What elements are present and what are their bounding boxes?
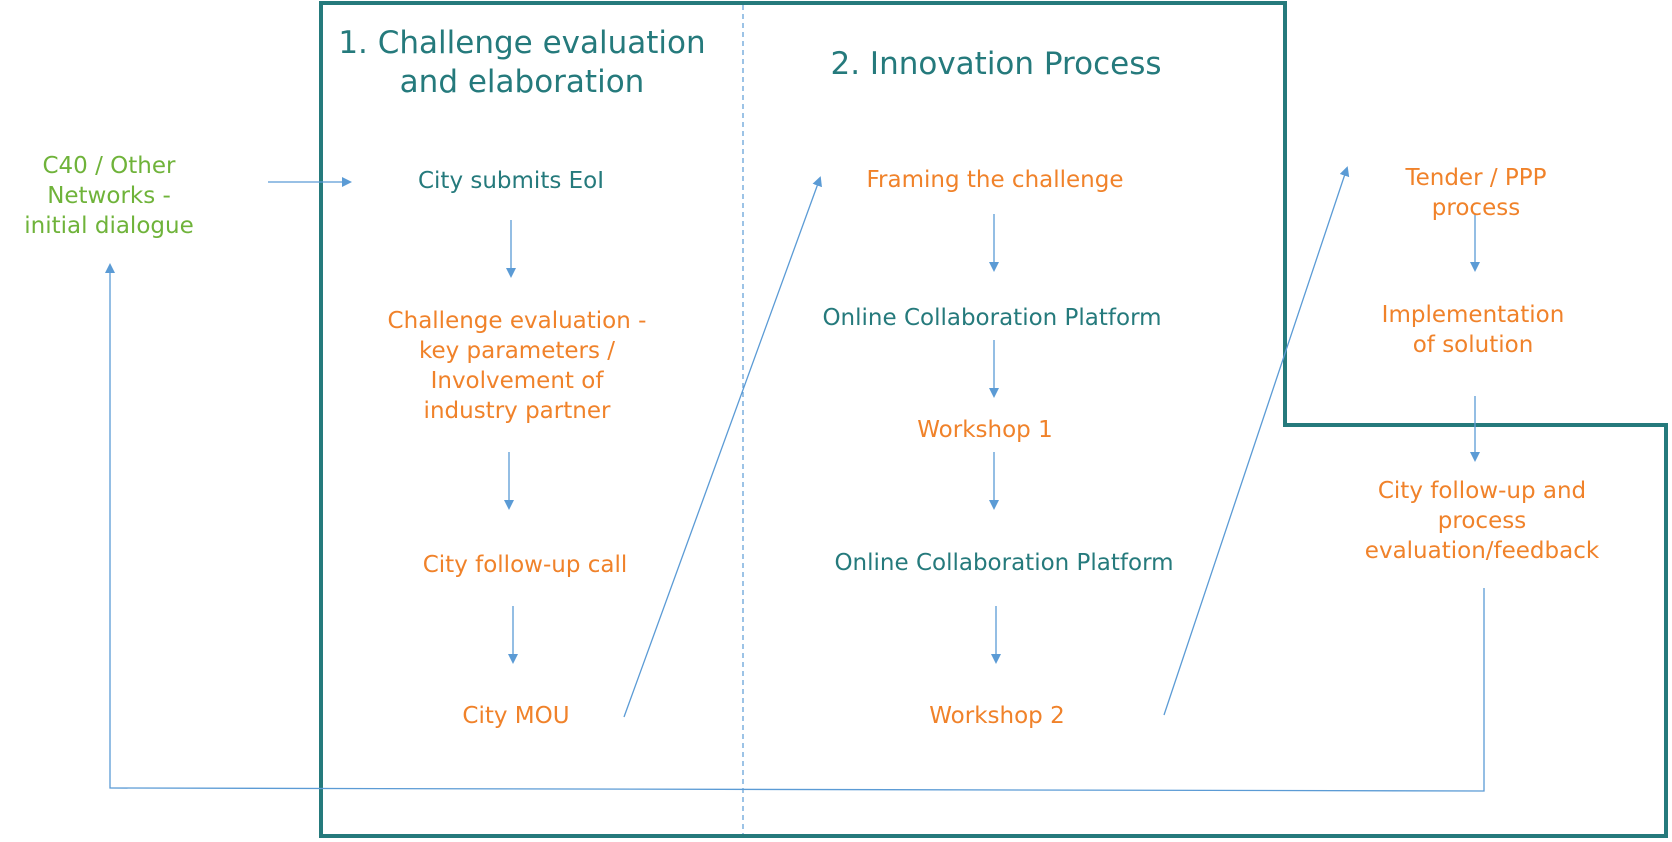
framing-challenge-label: Framing the challenge: [866, 167, 1124, 193]
tender-ppp-label: Tender / PPP process: [1405, 165, 1547, 221]
feedback-loop-line: [105, 263, 1485, 792]
challenge-evaluation-label: Challenge evaluation - key parameters / …: [387, 308, 647, 424]
workshop-2-label: Workshop 2: [929, 703, 1065, 729]
city-mou-label: City MOU: [462, 703, 570, 729]
c40-networks-label: C40 / Other Networks - initial dialogue: [24, 153, 194, 239]
implementation-label: Implementation of solution: [1381, 302, 1565, 358]
workshop-1-label: Workshop 1: [917, 417, 1053, 443]
section-1-title: 1. Challenge evaluation and elaboration: [338, 25, 706, 100]
online-platform-2-label: Online Collaboration Platform: [834, 550, 1174, 576]
section-2-title: 2. Innovation Process: [830, 46, 1162, 82]
process-frame: [319, 1, 1668, 838]
follow-up-evaluation-label: City follow-up and process evaluation/fe…: [1364, 478, 1600, 564]
arrow-mou-to-framing: [623, 176, 822, 718]
arrow-workshop2-to-tender: [1163, 166, 1350, 716]
city-submits-eoi-label: City submits EoI: [417, 168, 605, 194]
city-follow-up-call-label: City follow-up call: [422, 552, 628, 578]
online-platform-1-label: Online Collaboration Platform: [822, 305, 1162, 331]
